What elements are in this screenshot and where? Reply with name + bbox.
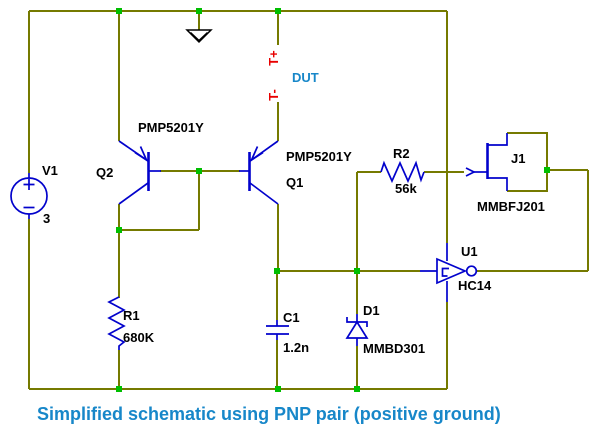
junction-dot: [196, 8, 202, 14]
d1-diode: D1 MMBD301: [345, 303, 425, 356]
v1-plus-sign: [23, 179, 35, 190]
dut-terminals: T+ T- DUT: [266, 50, 319, 101]
junction-dot: [274, 268, 280, 274]
q2-part-label: PMP5201Y: [138, 120, 204, 135]
junction-dot: [354, 268, 360, 274]
q2-collector-line: [118, 182, 149, 205]
q2-emitter-arrow: [134, 146, 149, 163]
r1-value-label: 680K: [123, 330, 155, 345]
t-minus-terminal-label: T-: [266, 89, 281, 101]
junction-dot: [275, 8, 281, 14]
r2-ref-label: R2: [393, 146, 410, 161]
base-node-wire: [119, 170, 240, 231]
q1-part-label: PMP5201Y: [286, 149, 352, 164]
ground-symbol: [185, 29, 213, 44]
q1-collector-line: [249, 182, 279, 205]
r1-ref-label: R1: [123, 308, 140, 323]
u1-hysteresis-glyph: [441, 267, 449, 277]
junction-dot: [116, 8, 122, 14]
q1-ref-label: Q1: [286, 175, 303, 190]
q1-emitter-arrow: [249, 146, 264, 163]
u1-inverter: U1 HC14: [420, 243, 492, 302]
t-plus-terminal-label: T+: [266, 50, 281, 66]
junction-dot: [544, 167, 550, 173]
d1-ref-label: D1: [363, 303, 380, 318]
junction-dot: [354, 386, 360, 392]
r2-left-drop-wire: [356, 171, 381, 314]
junction-dot: [116, 386, 122, 392]
junction-dot: [275, 386, 281, 392]
u1-ref-label: U1: [461, 244, 478, 259]
u1-part-label: HC14: [458, 278, 492, 293]
r1-zigzag: [107, 296, 126, 350]
j1-jfet: J1 MMBFJ201: [465, 133, 545, 214]
r2-resistor: R2 56k: [380, 146, 425, 196]
output-rail-wire: [476, 169, 589, 272]
r2-zigzag: [380, 160, 425, 184]
v1-circle: [10, 177, 48, 215]
caption: Simplified schematic using PNP pair (pos…: [37, 404, 501, 424]
q2-transistor: Q2 PMP5201Y: [96, 120, 204, 205]
j1-part-label: MMBFJ201: [477, 199, 545, 214]
u1-triangle: [436, 257, 468, 285]
v1-ref-label: V1: [42, 163, 58, 178]
q1-transistor: PMP5201Y Q1: [239, 140, 352, 205]
j1-gate-arrow: [465, 167, 476, 177]
wire-junctions: [116, 8, 550, 392]
junction-dot: [116, 227, 122, 233]
r1-resistor: R1 680K: [107, 231, 155, 389]
ground-triangle: [185, 29, 213, 44]
r2-value-label: 56k: [395, 181, 417, 196]
j1-short-box-wire: [507, 132, 548, 192]
wires: [28, 10, 589, 390]
j1-ref-label: J1: [511, 151, 525, 166]
d1-part-label: MMBD301: [363, 341, 425, 356]
c1-ref-label: C1: [283, 310, 300, 325]
j1-source-line: [487, 177, 508, 191]
d1-triangle: [345, 320, 369, 339]
c1-plates: [266, 325, 289, 335]
j1-drain-line: [487, 133, 508, 146]
ground-inner-vee: [189, 31, 209, 42]
u1-output-bubble: [465, 265, 478, 277]
q2-ref-label: Q2: [96, 165, 113, 180]
c1-value-label: 1.2n: [283, 340, 309, 355]
dut-label: DUT: [292, 70, 319, 85]
c1-capacitor: C1 1.2n: [266, 310, 309, 355]
v1-value-label: 3: [43, 211, 50, 226]
junction-dot: [196, 168, 202, 174]
v1-voltage-source: V1 3: [10, 163, 58, 226]
